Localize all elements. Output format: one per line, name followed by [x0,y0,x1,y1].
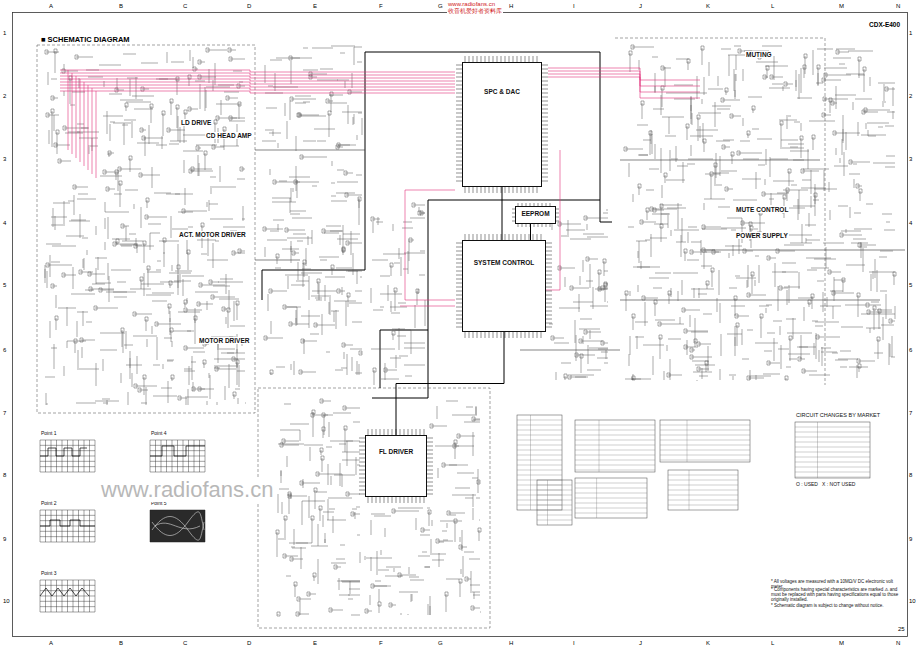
grid-number: 7 [2,410,7,417]
block-name: POWER SUPPLY [735,232,789,239]
grid-number: 3 [908,156,913,163]
ic-label: FL DRIVER [370,448,422,455]
grid-number: 5 [908,282,913,289]
grid-letter: B [118,640,124,647]
grid-letter: F [378,640,384,647]
table-note: O : USED X : NOT USED [795,482,856,488]
test-point: Point 3 [40,571,58,577]
watermark: www.radiofans.cn [447,1,496,8]
grid-letter: D [246,3,252,10]
grid-number: 2 [2,93,7,100]
grid-letter: J [638,3,643,10]
grid-number: 9 [2,536,7,543]
grid-number: 5 [2,282,7,289]
bus-connector [396,332,504,435]
grid-number: 6 [2,347,7,354]
grid-letter: M [838,640,845,647]
grid-letter: G [437,640,444,647]
grid-letter: M [838,3,845,10]
grid-number: 6 [908,347,913,354]
block-name: CD HEAD AMP [205,132,253,139]
test-point: Point 2 [40,501,58,507]
ic-box: EEPROM [515,206,556,224]
grid-number: 9 [908,536,913,543]
grid-letter: H [508,640,514,647]
component-wiring [45,45,896,616]
page-number: 25 [897,626,906,633]
grid-number: 10 [2,598,11,605]
grid-letter: K [705,3,711,10]
block-name: LD DRIVE [180,119,212,126]
grid-letter: I [572,3,576,10]
cd-board-outline [37,45,255,413]
grid-number: 2 [908,93,913,100]
page-title: ■ SCHEMATIC DIAGRAM [40,36,131,44]
ic-box: FL DRIVER [365,435,427,497]
block-name: MUTING [745,51,773,58]
bus-connector [530,224,531,240]
block-name: ACT. MOTOR DRIVER [178,231,247,238]
grid-number: 1 [908,30,913,37]
grid-letter: N [895,3,901,10]
ic-label: EEPROM [520,210,551,217]
grid-letter: H [508,3,514,10]
page-frame [13,13,908,637]
grid-letter: C [182,640,188,647]
footnote: * Components having special characterist… [770,588,907,603]
block-name: MUTE CONTROL [735,206,789,213]
block-name: MOTOR DRIVER [198,337,250,344]
reference-tables [517,415,870,525]
grid-number: 8 [2,472,7,479]
grid-number: 4 [908,220,913,227]
grid-letter: E [312,640,318,647]
grid-letter: C [182,3,188,10]
grid-letter: G [437,3,444,10]
grid-letter: E [312,3,318,10]
oscilloscope-trace [40,446,205,596]
grid-letter: L [770,640,775,647]
watermark: 收音机爱好者资料库 [447,8,503,15]
grid-number: 1 [2,30,7,37]
grid-number: 10 [908,598,917,605]
grid-letter: N [895,640,901,647]
footnote: * Schematic diagram is subject to change… [770,604,907,609]
watermark: www.radiofans.cn [100,478,274,502]
oscilloscope-grid [40,440,205,612]
grid-letter: A [48,640,54,647]
table-rulings [517,415,870,525]
grid-letter: A [48,3,54,10]
eye-pattern-trace [152,512,204,540]
grid-number: 4 [2,220,7,227]
grid-number: 7 [908,410,913,417]
grid-letter: B [118,3,124,10]
ic-box: SYSTEM CONTROL [462,240,546,332]
grid-letter: K [705,640,711,647]
grid-number: 3 [2,156,7,163]
signal-path-highlight [60,68,700,306]
ic-box: SPC & DAC [462,62,542,187]
test-point: Point 1 [40,431,58,437]
bus-connector [502,187,503,240]
grid-letter: D [246,640,252,647]
model-number: CDX-E400 [868,21,901,28]
eye-pattern-box [150,510,205,542]
ic-label: SYSTEM CONTROL [467,259,541,266]
grid-letter: J [638,640,643,647]
ic-label: SPC & DAC [467,88,537,95]
grid-letter: I [572,640,576,647]
bus-wiring [262,52,612,398]
grid-letter: F [378,3,384,10]
ic-pins [359,56,559,503]
table-title: CIRCUIT CHANGES BY MARKET [795,412,881,418]
grid-letter: L [770,3,775,10]
grid-number: 8 [908,472,913,479]
test-point: Point 4 [150,431,168,437]
